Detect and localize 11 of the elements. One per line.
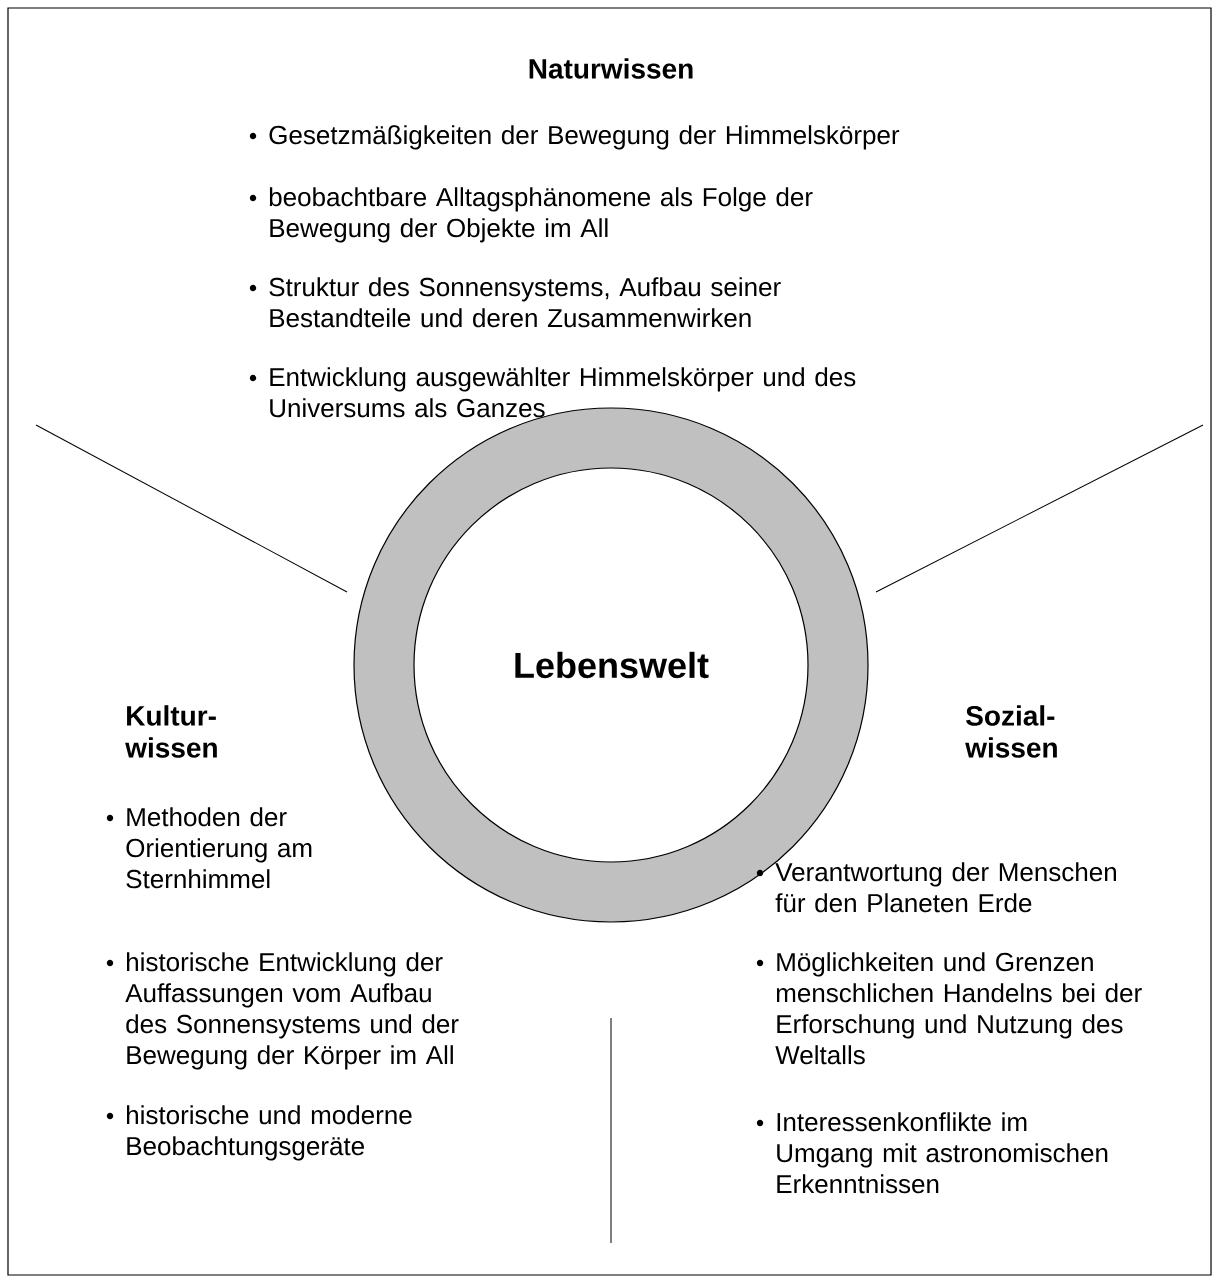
list-item: beobachtbare Alltagsphänomene als Folge der Bewegung der Objekte im All bbox=[269, 187, 813, 243]
section-heading: Kultur- wissen bbox=[125, 705, 217, 758]
list-item: historische Entwicklung der Auffassungen vom Aufbau des Sonnensystems und der Bewegung der Körper im All bbox=[125, 952, 459, 1070]
section-heading: Sozial- wissen bbox=[965, 705, 1057, 758]
list-item: Interessenkonflikte im Umgang mit astronomischen Erkenntnissen bbox=[777, 1112, 1108, 1194]
section-heading: Naturwissen bbox=[529, 58, 693, 79]
list-item: Struktur des Sonnensystems, Aufbau seiner Bestandteile und deren Zusammenwirken bbox=[269, 277, 781, 328]
list-item: Möglichkeiten und Grenzen menschlichen Handelns bei der Erforschung und Nutzung des Weltalls bbox=[775, 952, 1142, 1065]
list-item: Methoden der Orientierung am Sternhimmel bbox=[126, 807, 312, 889]
list-item: historische und moderne Beobachtungsgeräte bbox=[127, 1105, 412, 1161]
list-item: Gesetzmäßigkeiten der Bewegung der Himmelskörper bbox=[269, 125, 900, 150]
